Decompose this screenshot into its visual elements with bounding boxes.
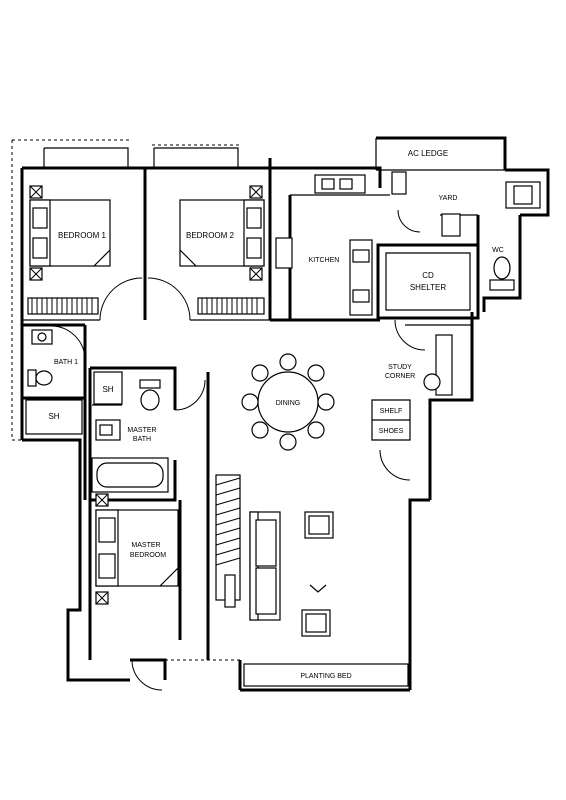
study-chair [423, 334, 453, 396]
label-shelf: SHELF [380, 408, 403, 415]
label-wc: WC [492, 247, 504, 254]
yard-fixtures [391, 171, 541, 237]
coffee-table [309, 584, 327, 593]
wardrobe-bedroom1 [27, 297, 99, 315]
label-cd-shelter-2: SHELTER [410, 283, 447, 292]
tv-console [224, 574, 236, 608]
label-sh-left: SH [48, 412, 59, 421]
bed-bedroom2 [179, 185, 265, 281]
wardrobe-bedroom2 [197, 297, 265, 315]
living-sofa [249, 511, 281, 621]
label-study-1: STUDY [388, 364, 412, 371]
label-master-bath-1: MASTER [127, 427, 156, 434]
label-master-bath-2: BATH [133, 436, 151, 443]
label-kitchen: KITCHEN [309, 257, 340, 264]
dining-table [241, 353, 335, 451]
master-bath-fixtures [91, 371, 169, 493]
label-bedroom2: BEDROOM 2 [186, 231, 235, 240]
dashed-outlines [11, 139, 240, 661]
label-ac-ledge: AC LEDGE [408, 149, 448, 158]
room-labels: AC LEDGE YARD WC BEDROOM 1 BEDROOM 2 KIT… [48, 149, 503, 680]
label-shoes: SHOES [379, 428, 404, 435]
label-planting-bed: PLANTING BED [300, 673, 351, 680]
label-yard: YARD [439, 195, 458, 202]
label-sh-master: SH [102, 385, 113, 394]
label-study-2: CORNER [385, 373, 415, 380]
label-dining: DINING [276, 400, 301, 407]
door-swings [50, 209, 426, 691]
exterior-walls [20, 136, 550, 692]
label-bedroom1: BEDROOM 1 [58, 231, 107, 240]
label-cd-shelter-1: CD [422, 271, 434, 280]
planting-bed-box [243, 663, 409, 687]
bed-master [95, 493, 179, 605]
bed-bedroom1 [29, 185, 111, 281]
bath1-fixtures [25, 329, 83, 435]
label-master-bed-1: MASTER [131, 542, 160, 549]
label-bath1: BATH 1 [54, 359, 78, 366]
label-master-bed-2: BEDROOM [130, 552, 166, 559]
kitchen-counter [275, 174, 373, 316]
interior-walls [22, 168, 480, 660]
toilet-wc [489, 256, 515, 291]
living-armchairs [301, 511, 334, 637]
